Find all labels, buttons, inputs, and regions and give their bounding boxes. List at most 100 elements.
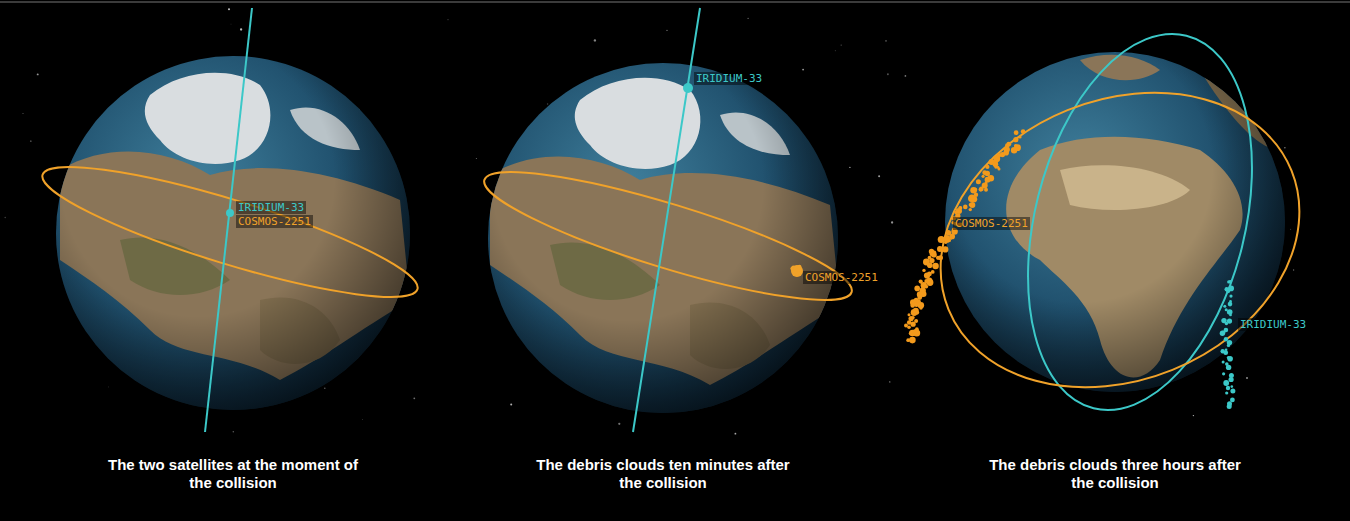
debris-dot [932,263,938,269]
star [891,221,893,223]
satellite-label: COSMOS-2251 [236,215,313,228]
debris-dot [982,175,985,178]
debris-dot [795,273,798,276]
debris-dot [919,306,922,309]
star [475,158,477,160]
debris-dot [1227,356,1233,362]
debris-dot [1223,380,1229,386]
debris-dot [910,303,915,308]
star [747,18,748,19]
panel-caption: The debris clouds ten minutes after the … [528,456,798,492]
debris-dot [1220,331,1225,336]
star [887,73,889,75]
globe [475,8,861,432]
debris-dot [1229,295,1232,298]
debris-dot [944,241,947,244]
satellite-label: IRIDIUM-33 [694,72,764,85]
debris-dot [907,320,911,324]
star [547,103,548,104]
debris-dot [976,179,981,184]
debris-dot [936,256,940,260]
star [1293,269,1294,270]
debris-dot [1013,137,1018,142]
debris-dot [1014,130,1019,135]
debris-dot [996,166,999,169]
star [834,50,836,52]
star [666,30,667,31]
star [107,386,109,388]
debris-dot [1229,314,1232,317]
star [233,431,235,433]
debris-dot [1226,386,1230,390]
debris-dot [1222,372,1225,375]
star [885,40,887,42]
globe [33,8,427,432]
debris-dot [909,330,916,337]
debris-dot [1222,360,1225,363]
debris-dot [1021,129,1026,134]
star [413,397,415,399]
top-rule [0,2,1350,3]
debris-dot [1225,322,1228,325]
debris-dot [1224,337,1228,341]
debris-dot [969,208,972,211]
star [889,381,890,382]
debris-dot [908,313,911,316]
star [23,113,24,114]
debris-dot [904,324,908,328]
debris-dot [989,159,995,165]
debris-dot [1227,344,1230,347]
satellite-label: IRIDIUM-33 [1238,318,1308,331]
debris-dot [1225,391,1228,394]
satellite-label: COSMOS-2251 [953,217,1030,230]
debris-dot [930,252,935,257]
star [510,404,512,406]
debris-dot [915,311,919,315]
panel-caption: The two satellites at the moment of the … [98,456,368,492]
star [324,387,326,389]
debris-dot [1221,349,1225,353]
star [228,8,230,10]
debris-dot [1229,280,1233,284]
debris-dot [906,338,910,342]
debris-dot [1226,289,1230,293]
debris-dot [949,234,955,240]
debris-dot [1011,147,1017,153]
debris-dot [795,268,799,272]
star [849,167,850,168]
star [594,39,596,41]
debris-dot [963,205,968,210]
debris-dot [1228,302,1233,307]
debris-dot [938,236,945,243]
debris-dot [988,175,995,182]
debris-cloud [790,129,1235,409]
debris-dot [1231,385,1234,388]
star [240,28,242,30]
debris-dot [1230,388,1235,393]
debris-dot [993,155,1000,162]
debris-dot [931,270,935,274]
debris-dot [1018,135,1021,138]
star [4,217,6,219]
debris-dot [1003,150,1009,156]
debris-dot [968,196,974,202]
debris-dot [917,291,923,297]
globe [896,10,1344,439]
panel-caption: The debris clouds three hours after the … [980,456,1250,492]
stars [4,8,1294,434]
debris-dot [985,165,989,169]
star [37,73,39,75]
debris-dot [921,282,927,288]
star [447,19,449,21]
debris-dot [927,262,933,268]
debris-dot [937,246,943,252]
debris-dot [982,170,987,175]
star [1193,415,1194,416]
debris-dot [969,202,975,208]
star [1284,147,1286,149]
star [1290,228,1292,230]
debris-dot [798,271,802,275]
debris-dot [914,286,920,292]
